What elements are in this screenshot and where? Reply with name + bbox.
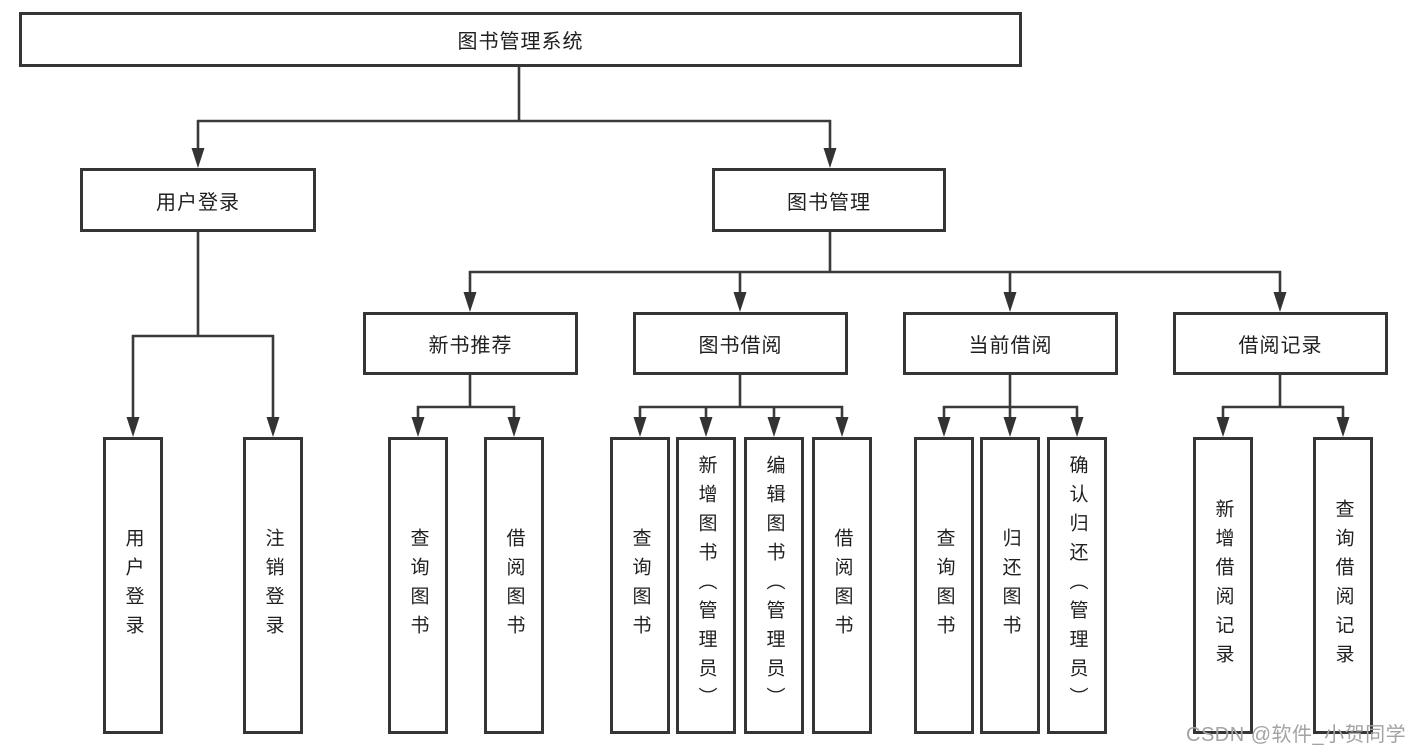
node-book-borrowing: 图书借阅: [633, 312, 848, 375]
node-logout-leaf: 注销登录: [243, 437, 303, 734]
node-cb-confirm-return-admin: 确认归还（管理员）: [1047, 437, 1107, 734]
node-nbr-query-books: 查询图书: [388, 437, 448, 734]
node-br-add-record: 新增借阅记录: [1193, 437, 1253, 734]
csdn-watermark: CSDN @软件_小贺同学: [1186, 724, 1405, 746]
node-bb-borrow-books: 借阅图书: [812, 437, 872, 734]
node-borrow-records: 借阅记录: [1173, 312, 1388, 375]
node-user-login: 用户登录: [80, 168, 316, 232]
node-user-login-leaf: 用户登录: [103, 437, 163, 734]
node-book-management: 图书管理: [712, 168, 946, 232]
node-cb-return-books: 归还图书: [980, 437, 1040, 734]
node-cb-query-books: 查询图书: [914, 437, 974, 734]
node-br-query-record: 查询借阅记录: [1313, 437, 1373, 734]
node-nbr-borrow-books: 借阅图书: [484, 437, 544, 734]
node-bb-add-book-admin: 新增图书（管理员）: [676, 437, 736, 734]
node-bb-edit-book-admin: 编辑图书（管理员）: [744, 437, 804, 734]
node-bb-query-books: 查询图书: [610, 437, 670, 734]
node-new-book-recommend: 新书推荐: [363, 312, 578, 375]
node-system-root: 图书管理系统: [19, 12, 1022, 67]
node-current-borrowing: 当前借阅: [903, 312, 1118, 375]
